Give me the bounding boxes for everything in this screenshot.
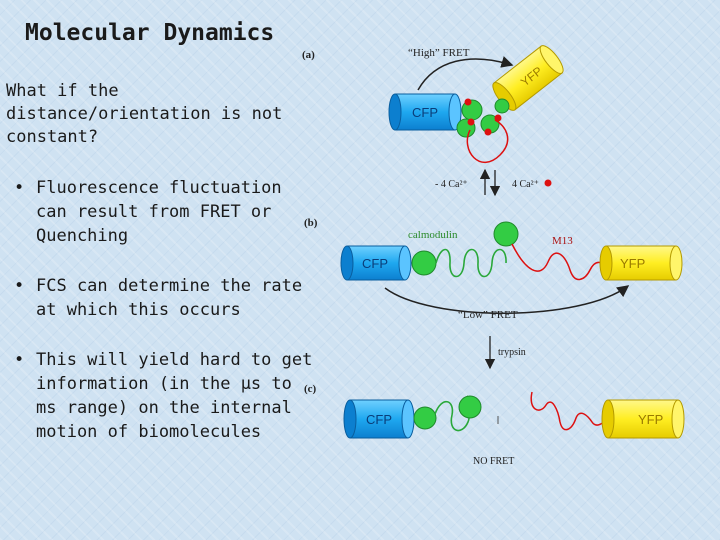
- bullet-text: FCS can determine the rate at which this…: [36, 276, 303, 320]
- low-fret-label: “Low” FRET: [458, 309, 518, 321]
- yfp-label-c: YFP: [638, 412, 663, 427]
- yfp-barrel-a: YFP: [492, 45, 564, 111]
- cfp-label-b: CFP: [362, 256, 388, 271]
- trypsin-label: trypsin: [498, 347, 526, 358]
- ca-ion: [464, 98, 472, 106]
- fret-diagram: (a) “High” FRET CFP YFP: [290, 30, 720, 480]
- m13-label: M13: [552, 235, 573, 247]
- calmodulin-cleaved-c: [413, 391, 607, 432]
- bullet-item: • This will yield hard to get informatio…: [14, 348, 314, 444]
- bullet-marker: •: [14, 276, 25, 296]
- cfp-label-a: CFP: [412, 105, 438, 120]
- ca-ion: [494, 114, 502, 122]
- fret-diagram-svg: (a) “High” FRET CFP YFP: [302, 45, 685, 467]
- ca-ion: [467, 118, 475, 126]
- ca-transition: - 4 Ca²⁺ 4 Ca²⁺: [435, 168, 552, 197]
- low-fret-arrow: [384, 285, 630, 314]
- calmodulin-extended-b: [411, 221, 609, 281]
- cfp-barrel-a: CFP: [388, 93, 462, 131]
- calmodulin-label: calmodulin: [408, 229, 458, 241]
- bullet-list: • Fluorescence fluctuation can result fr…: [14, 176, 314, 444]
- cfp-label-c: CFP: [366, 412, 392, 427]
- panel-b-label: (b): [304, 217, 318, 229]
- bullet-item: • FCS can determine the rate at which th…: [14, 274, 314, 322]
- ca-ion: [484, 128, 492, 136]
- bullet-marker: •: [14, 350, 25, 370]
- yfp-label-b: YFP: [620, 256, 645, 271]
- cfp-barrel-b: CFP: [340, 245, 412, 281]
- calmodulin-compact-a: [456, 98, 510, 163]
- bullet-item: • Fluorescence fluctuation can result fr…: [14, 176, 314, 248]
- bullet-text: Fluorescence fluctuation can result from…: [36, 178, 282, 246]
- bullet-text: This will yield hard to get information …: [36, 350, 313, 442]
- high-fret-label: “High” FRET: [408, 47, 470, 59]
- cfp-barrel-c: CFP: [343, 399, 415, 439]
- trypsin-step: trypsin: [484, 336, 526, 370]
- ca-ion: [544, 179, 552, 187]
- panel-a-label: (a): [302, 49, 315, 61]
- ca-minus-label: - 4 Ca²⁺: [435, 179, 468, 190]
- panel-c-label: (c): [304, 383, 317, 395]
- yfp-barrel-c: YFP: [601, 399, 685, 439]
- slide-title: Molecular Dynamics: [25, 20, 275, 46]
- no-fret-label: NO FRET: [473, 456, 514, 467]
- bullet-marker: •: [14, 178, 25, 198]
- yfp-barrel-b: YFP: [599, 245, 683, 281]
- high-fret-arrow: [417, 56, 514, 91]
- question-text: What if the distance/orientation is not …: [6, 81, 283, 147]
- ca-plus-label: 4 Ca²⁺: [512, 179, 539, 190]
